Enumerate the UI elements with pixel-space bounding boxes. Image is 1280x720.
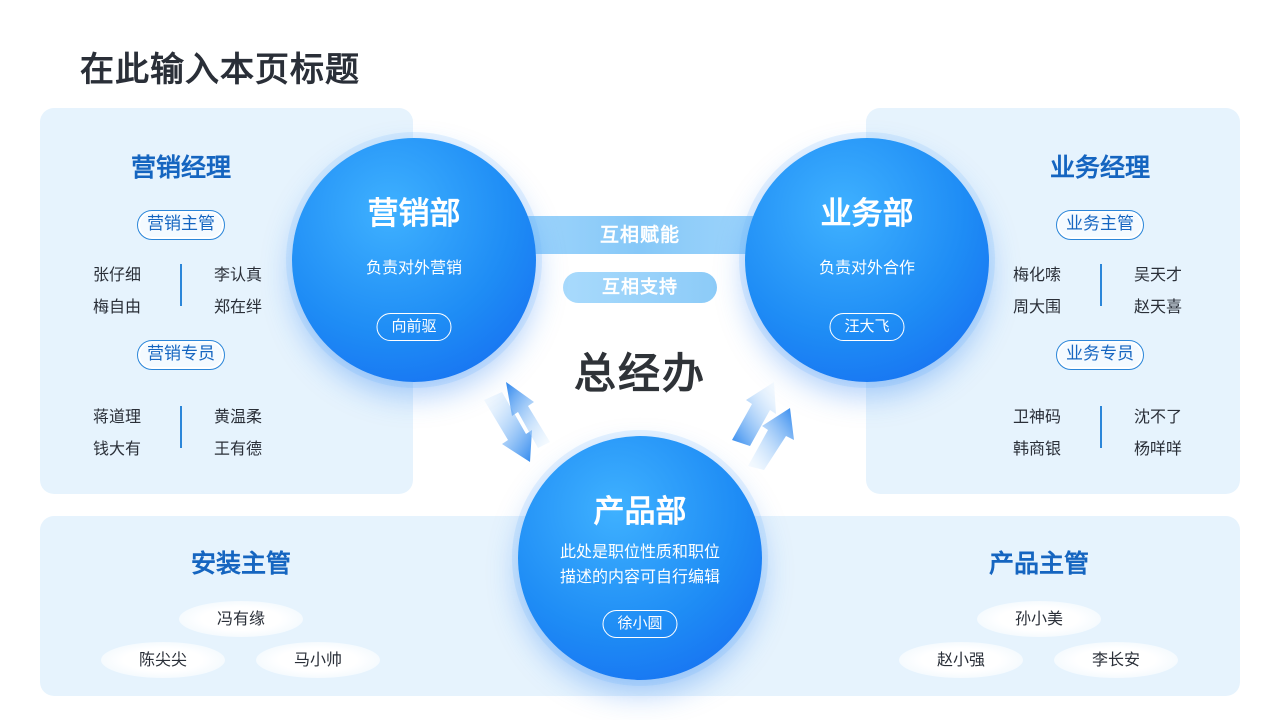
page-title: 在此输入本页标题 [80, 50, 360, 90]
product-dept-title: 产品部 [593, 494, 687, 530]
product-supervisor-heading: 产品主管 [988, 549, 1090, 578]
business-dept-head: 汪大飞 [829, 313, 905, 341]
person-name: 孙小美 [977, 601, 1101, 637]
person-name: 蒋道理 [93, 407, 142, 426]
person-name: 梅自由 [93, 297, 142, 316]
arrow-down-right-icon [484, 382, 550, 462]
name-divider [1100, 264, 1102, 306]
marketing-supervisor-pill: 营销主管 [137, 210, 225, 240]
person-name: 冯有缘 [179, 601, 303, 637]
marketing-specialist-pill: 营销专员 [137, 340, 225, 370]
arrow-up-right-icon [732, 382, 794, 470]
business-dept-desc: 负责对外合作 [818, 258, 915, 277]
person-name: 梅化嗦 [1013, 265, 1062, 284]
product-dept-circle: 产品部 此处是职位性质和职位 描述的内容可自行编辑 徐小圆 [518, 436, 762, 680]
product-dept-head: 徐小圆 [602, 610, 678, 638]
general-office-label: 总经办 [573, 349, 707, 398]
business-supervisor-pill: 业务主管 [1056, 210, 1144, 240]
person-name: 王有德 [214, 439, 263, 458]
person-name: 赵小强 [899, 642, 1023, 678]
person-name: 吴天才 [1134, 265, 1183, 284]
person-name: 李长安 [1054, 642, 1178, 678]
person-name: 卫神码 [1013, 407, 1062, 426]
product-dept-desc-line2: 描述的内容可自行编辑 [559, 567, 720, 586]
marketing-dept-head: 向前驱 [376, 313, 452, 341]
person-name: 杨咩咩 [1134, 439, 1183, 458]
person-name: 李认真 [214, 265, 263, 284]
name-divider [180, 406, 182, 448]
business-manager-heading: 业务经理 [1049, 153, 1151, 182]
name-divider [180, 264, 182, 306]
mutual-empower-band: 互相赋能 [520, 216, 760, 254]
marketing-manager-heading: 营销经理 [130, 153, 232, 182]
person-name: 陈尖尖 [101, 642, 225, 678]
product-dept-desc-line1: 此处是职位性质和职位 [559, 542, 720, 561]
name-divider [1100, 406, 1102, 448]
person-name: 周大围 [1013, 297, 1062, 316]
marketing-dept-desc: 负责对外营销 [365, 258, 462, 277]
person-name: 韩商银 [1013, 439, 1062, 458]
marketing-dept-circle: 营销部 负责对外营销 向前驱 [292, 138, 536, 382]
person-name: 钱大有 [93, 439, 142, 458]
person-name: 郑在绊 [214, 297, 263, 316]
mutual-support-pill: 互相支持 [563, 272, 717, 303]
person-name: 赵天喜 [1134, 297, 1183, 316]
business-dept-circle: 业务部 负责对外合作 汪大飞 [745, 138, 989, 382]
business-dept-title: 业务部 [820, 196, 914, 232]
person-name: 马小帅 [256, 642, 380, 678]
person-name: 张仔细 [93, 265, 142, 284]
marketing-dept-title: 营销部 [367, 196, 461, 232]
person-name: 沈不了 [1134, 407, 1183, 426]
business-specialist-pill: 业务专员 [1056, 340, 1144, 370]
person-name: 黄温柔 [214, 407, 263, 426]
install-supervisor-heading: 安装主管 [190, 549, 292, 578]
